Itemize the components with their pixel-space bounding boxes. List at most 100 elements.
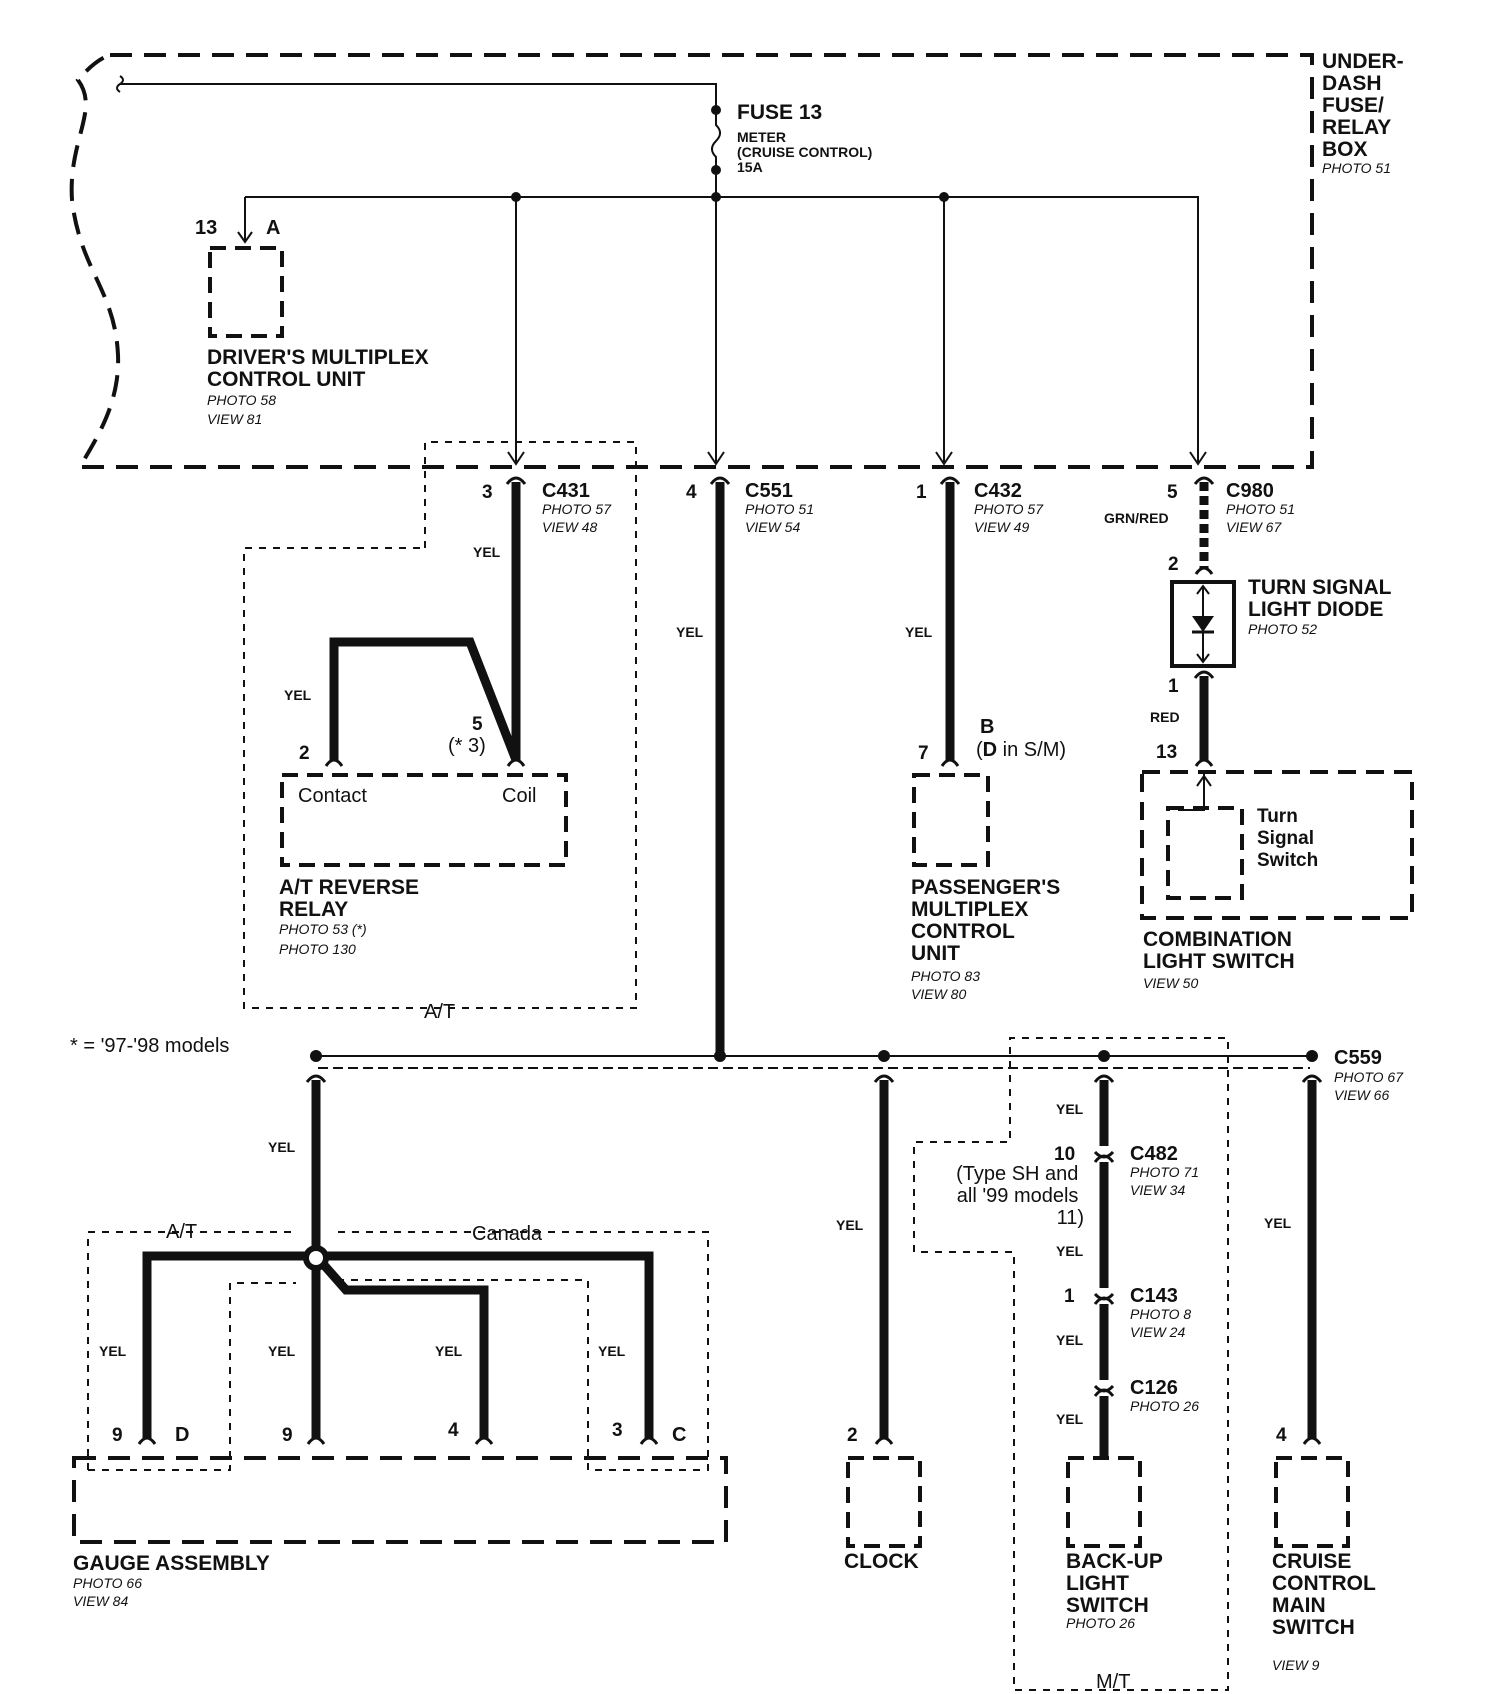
- c143-name: C143: [1130, 1285, 1178, 1307]
- at-relay-box: [280, 773, 568, 867]
- c432-wire-color: YEL: [905, 624, 933, 640]
- at-relay-coil-note: (* 3): [448, 735, 486, 757]
- backup-wire-color-3: YEL: [1056, 1332, 1084, 1348]
- driver-mcu-photo: PHOTO 58: [207, 392, 276, 408]
- driver-mcu-box: [208, 246, 284, 338]
- c431-wire: [329, 482, 521, 762]
- underdash-photo: PHOTO 51: [1322, 160, 1391, 176]
- c980-photo: PHOTO 51: [1226, 501, 1295, 517]
- c431-view: VIEW 48: [542, 519, 597, 535]
- c980-pin: 5: [1167, 482, 1178, 503]
- c126-name: C126: [1130, 1377, 1178, 1399]
- gauge-wiring: [137, 1074, 659, 1445]
- gauge-9-wire-color: YEL: [268, 1343, 296, 1359]
- c559-bus: [310, 1050, 1318, 1069]
- passenger-mcu-view: VIEW 80: [911, 986, 966, 1002]
- c432-photo: PHOTO 57: [974, 501, 1044, 517]
- at-relay-photo2: PHOTO 130: [279, 941, 356, 957]
- c559-view: VIEW 66: [1334, 1087, 1389, 1103]
- gauge-canada-label: Canada: [472, 1223, 543, 1245]
- c482-pin: 10: [1054, 1144, 1075, 1165]
- at-relay-title: A/T REVERSE RELAY: [279, 876, 425, 921]
- gauge-title: GAUGE ASSEMBLY: [73, 1552, 270, 1575]
- passenger-mcu-connector: B: [980, 716, 994, 738]
- gauge-at-group: [87, 1231, 296, 1470]
- c551-wire-color: YEL: [676, 624, 704, 640]
- cruise-main-wire-color: YEL: [1264, 1215, 1292, 1231]
- at-relay-photo1: PHOTO 53 (*): [279, 921, 367, 937]
- backup-title: BACK-UP LIGHT SWITCH: [1066, 1550, 1168, 1617]
- footnote: * = '97-'98 models: [70, 1035, 229, 1057]
- c559-photo: PHOTO 67: [1334, 1069, 1404, 1085]
- at-relay-pin-contact: 2: [299, 743, 310, 764]
- clock-wire-color: YEL: [836, 1217, 864, 1233]
- diode-title: TURN SIGNAL LIGHT DIODE: [1248, 576, 1397, 621]
- c431-wire-color: YEL: [473, 544, 501, 560]
- gauge-connector-d: D: [175, 1424, 189, 1446]
- combo-switch-title: COMBINATION LIGHT SWITCH: [1143, 928, 1298, 973]
- backup-wire-color-1: YEL: [1056, 1101, 1084, 1117]
- passenger-mcu-title: PASSENGER'S MULTIPLEX CONTROL UNIT: [911, 876, 1066, 965]
- c559-name: C559: [1334, 1047, 1382, 1069]
- gauge-pin-3: 3: [612, 1420, 623, 1441]
- c551-view: VIEW 54: [745, 519, 800, 535]
- c431-photo: PHOTO 57: [542, 501, 612, 517]
- c482-photo: PHOTO 71: [1130, 1164, 1199, 1180]
- passenger-mcu-photo: PHOTO 83: [911, 968, 980, 984]
- backup-wire-color-4: YEL: [1056, 1411, 1084, 1427]
- cruise-main-box: [1274, 1456, 1350, 1548]
- gauge-assembly-box: [72, 1456, 728, 1544]
- turn-signal-switch-label: Turn Signal Switch: [1257, 806, 1319, 871]
- diode-icon: [1192, 584, 1214, 664]
- backup-wire-color-2: YEL: [1056, 1243, 1084, 1259]
- at-relay-coil-label: Coil: [502, 785, 536, 807]
- c980-wire-color: GRN/RED: [1104, 510, 1169, 526]
- diode-photo: PHOTO 52: [1248, 621, 1317, 637]
- gauge-pin-4: 4: [448, 1420, 459, 1441]
- cruise-main-view: VIEW 9: [1272, 1657, 1320, 1673]
- turn-signal-switch-box: [1166, 806, 1244, 900]
- passenger-mcu-box: [912, 773, 990, 867]
- turn-signal-diode-box: [1170, 580, 1236, 668]
- driver-mcu-view: VIEW 81: [207, 411, 262, 427]
- driver-mcu-title: DRIVER'S MULTIPLEX CONTROL UNIT: [207, 346, 434, 391]
- c431-name: C431: [542, 480, 590, 502]
- backup-switch-box: [1066, 1456, 1142, 1548]
- backup-wiring: [1093, 1074, 1115, 1456]
- clock-box: [846, 1456, 922, 1548]
- c482-view: VIEW 34: [1130, 1182, 1185, 1198]
- underdash-title: UNDER- DASH FUSE/ RELAY BOX: [1322, 50, 1410, 161]
- gauge-d-wire-color: YEL: [99, 1343, 127, 1359]
- driver-mcu-pin: 13: [195, 217, 217, 239]
- diode-bottom-wire-color: RED: [1150, 709, 1180, 725]
- gauge-3-wire-color: YEL: [598, 1343, 626, 1359]
- c551-pin: 4: [686, 482, 697, 503]
- c432-name: C432: [974, 480, 1022, 502]
- c432-view: VIEW 49: [974, 519, 1029, 535]
- passenger-mcu-pin: 7: [918, 743, 929, 764]
- c143-photo: PHOTO 8: [1130, 1306, 1191, 1322]
- cruise-main-title: CRUISE CONTROL MAIN SWITCH: [1272, 1550, 1381, 1639]
- c551-name: C551: [745, 480, 793, 502]
- at-relay-pin-coil: 5: [472, 714, 483, 735]
- gauge-at-label: A/T: [166, 1221, 197, 1243]
- clock-pin: 2: [847, 1425, 858, 1446]
- gauge-pin-9: 9: [282, 1425, 293, 1446]
- at-relay-contact-label: Contact: [298, 785, 367, 807]
- backup-photo: PHOTO 26: [1066, 1615, 1135, 1631]
- clock-title: CLOCK: [844, 1550, 919, 1573]
- c980-view: VIEW 67: [1226, 519, 1282, 535]
- c143-pin: 1: [1064, 1286, 1075, 1307]
- gauge-canada-group: [338, 1231, 709, 1471]
- gauge-photo: PHOTO 66: [73, 1575, 142, 1591]
- combo-switch-pin: 13: [1156, 742, 1177, 763]
- mt-group: [913, 1037, 1229, 1691]
- underdash-fuse-relay-box: [69, 53, 1314, 469]
- c482-name: C482: [1130, 1143, 1178, 1165]
- c143-view: VIEW 24: [1130, 1324, 1185, 1340]
- mt-group-label: M/T: [1096, 1671, 1130, 1693]
- at-relay-group-label: A/T: [424, 1001, 455, 1023]
- c126-photo: PHOTO 26: [1130, 1398, 1199, 1414]
- at-relay-contact-wire-color: YEL: [284, 687, 312, 703]
